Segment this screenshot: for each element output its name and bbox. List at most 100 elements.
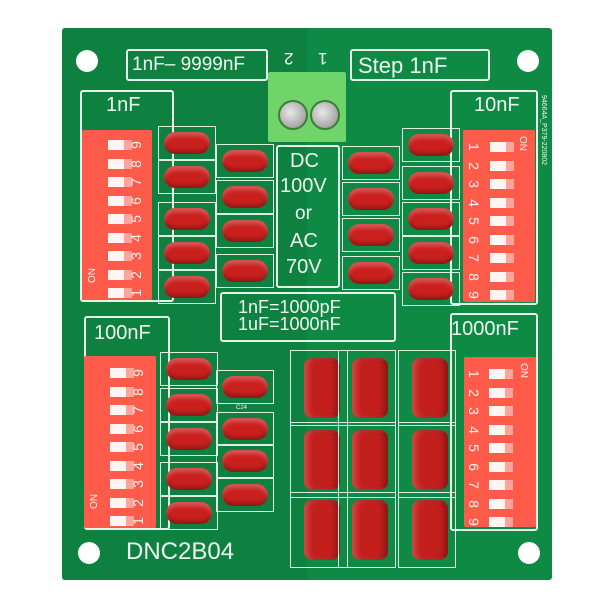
film-capacitor: [222, 260, 268, 282]
conversion-nf: 1uF=1000nF: [238, 314, 341, 334]
capacitor-footprint: [216, 254, 274, 288]
dip-position-number: 6: [465, 235, 482, 244]
film-capacitor: [164, 166, 210, 188]
dip-toggle[interactable]: [108, 232, 132, 243]
film-capacitor: [408, 242, 454, 264]
on-label: ON: [89, 494, 100, 509]
dip-position-number: 3: [465, 407, 482, 415]
capacitor-footprint: [342, 146, 400, 180]
dip-position-number: 9: [465, 518, 482, 526]
mounting-hole: [78, 542, 100, 564]
film-capacitor: [222, 484, 268, 506]
film-capacitor: [304, 430, 340, 490]
film-capacitor: [412, 358, 448, 418]
film-capacitor: [222, 150, 268, 172]
capacitor-footprint: [160, 422, 218, 456]
capacitor-footprint: [290, 350, 348, 426]
dip-toggle[interactable]: [108, 140, 132, 150]
dip-position-number: 6: [129, 424, 146, 433]
film-capacitor: [304, 500, 340, 560]
dip-position-number: 6: [465, 462, 482, 471]
capacitor-footprint: [290, 492, 348, 568]
dip-position-number: 8: [465, 499, 482, 508]
dip-position-number: 3: [127, 252, 144, 260]
dip-toggle[interactable]: [489, 424, 513, 435]
group-label-100nf: 100nF: [94, 322, 151, 344]
voltage-70v: 70V: [286, 256, 322, 278]
dip-toggle[interactable]: [490, 271, 514, 282]
film-capacitor: [352, 358, 388, 418]
dip-toggle[interactable]: [108, 269, 132, 280]
dip-toggle[interactable]: [110, 516, 134, 526]
dip-toggle[interactable]: [490, 253, 514, 263]
film-capacitor: [166, 394, 212, 416]
on-label: ON: [518, 363, 529, 378]
screw-icon[interactable]: [310, 100, 340, 130]
dip-toggle[interactable]: [489, 406, 513, 416]
capacitor-footprint: [338, 350, 396, 426]
dip-toggle[interactable]: [489, 480, 513, 490]
dip-toggle[interactable]: [110, 386, 134, 397]
step-label: Step 1nF: [350, 49, 490, 81]
dip-toggle[interactable]: [490, 160, 514, 171]
dip-toggle[interactable]: [108, 214, 132, 224]
dip-position-number: 8: [129, 387, 146, 396]
film-capacitor: [222, 450, 268, 472]
film-capacitor: [166, 468, 212, 490]
dip-toggle[interactable]: [489, 369, 513, 379]
capacitor-footprint: [342, 256, 400, 290]
film-capacitor: [222, 418, 268, 440]
dip-toggle[interactable]: [489, 498, 513, 509]
on-label: ON: [87, 268, 98, 283]
dip-toggle[interactable]: [490, 179, 514, 189]
dip-toggle[interactable]: [108, 177, 132, 187]
dip-position-number: 8: [127, 159, 144, 168]
dip-toggle[interactable]: [110, 368, 134, 378]
dip-toggle[interactable]: [490, 234, 514, 245]
dip-toggle[interactable]: [108, 251, 132, 261]
dip-toggle[interactable]: [489, 387, 513, 398]
dip-toggle[interactable]: [110, 423, 134, 434]
dip-toggle[interactable]: [108, 288, 132, 298]
dip-toggle[interactable]: [489, 443, 513, 453]
dip-toggle[interactable]: [489, 517, 513, 527]
capacitor-footprint: [402, 202, 460, 236]
screw-icon[interactable]: [278, 100, 308, 130]
dip-toggle[interactable]: [110, 460, 134, 471]
screw-terminal-block[interactable]: [268, 72, 346, 142]
capacitor-footprint: [158, 236, 216, 270]
dip-toggle[interactable]: [110, 479, 134, 489]
dip-position-number: 9: [129, 369, 146, 377]
film-capacitor: [352, 500, 388, 560]
dip-toggle[interactable]: [490, 290, 514, 300]
capacitor-footprint: [402, 166, 460, 200]
dip-toggle[interactable]: [110, 442, 134, 452]
dip-toggle[interactable]: [110, 497, 134, 508]
film-capacitor: [352, 430, 388, 490]
dip-toggle[interactable]: [490, 216, 514, 226]
capacitor-footprint: [158, 270, 216, 304]
capacitor-footprint: [402, 236, 460, 270]
dip-toggle[interactable]: [490, 142, 514, 152]
serial-number: 94664A_P379-220802: [540, 95, 547, 166]
dip-toggle[interactable]: [489, 461, 513, 472]
group-outline-1nf: [80, 90, 174, 302]
capacitor-footprint: [216, 180, 274, 214]
group-label-10nf: 10nF: [474, 94, 520, 116]
film-capacitor: [348, 262, 394, 284]
dip-position-number: 7: [127, 178, 144, 186]
dip-toggle[interactable]: [110, 405, 134, 415]
dip-toggle[interactable]: [108, 195, 132, 206]
dip-toggle[interactable]: [490, 197, 514, 208]
dip-toggle[interactable]: [108, 158, 132, 169]
dip-position-number: 7: [129, 406, 146, 414]
on-label: ON: [517, 136, 528, 151]
group-outline-10nf: [450, 90, 538, 305]
film-capacitor: [408, 208, 454, 230]
dip-position-number: 5: [465, 217, 482, 225]
dip-position-number: 3: [129, 480, 146, 488]
dip-position-number: 9: [465, 291, 482, 299]
model-label: DNC2B04: [126, 538, 235, 565]
capacitor-footprint: [160, 462, 218, 496]
capacitor-footprint: [342, 182, 400, 216]
